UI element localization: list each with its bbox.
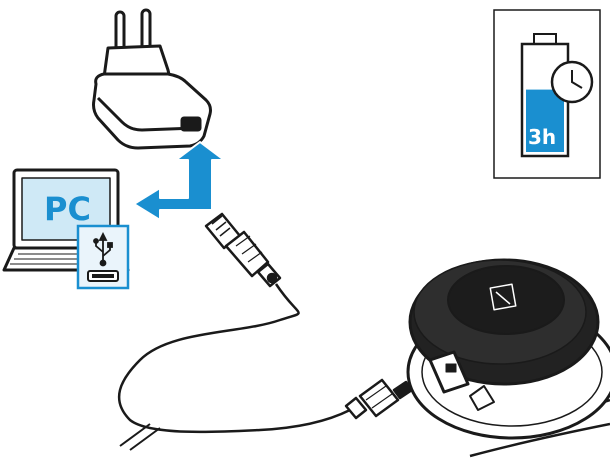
clock-icon [550, 60, 594, 104]
pc-label: PC [44, 190, 91, 228]
battery-icon [520, 33, 570, 158]
usb-cable-icon [118, 212, 414, 451]
headset-icon [406, 258, 610, 458]
charge-time-label: 3h [528, 125, 556, 149]
usb-port-panel [76, 224, 130, 290]
power-adapter-icon [92, 8, 212, 150]
battery-panel: 3h [493, 9, 601, 179]
usb-symbol-icon [93, 231, 113, 267]
arrow-icon [133, 141, 225, 221]
